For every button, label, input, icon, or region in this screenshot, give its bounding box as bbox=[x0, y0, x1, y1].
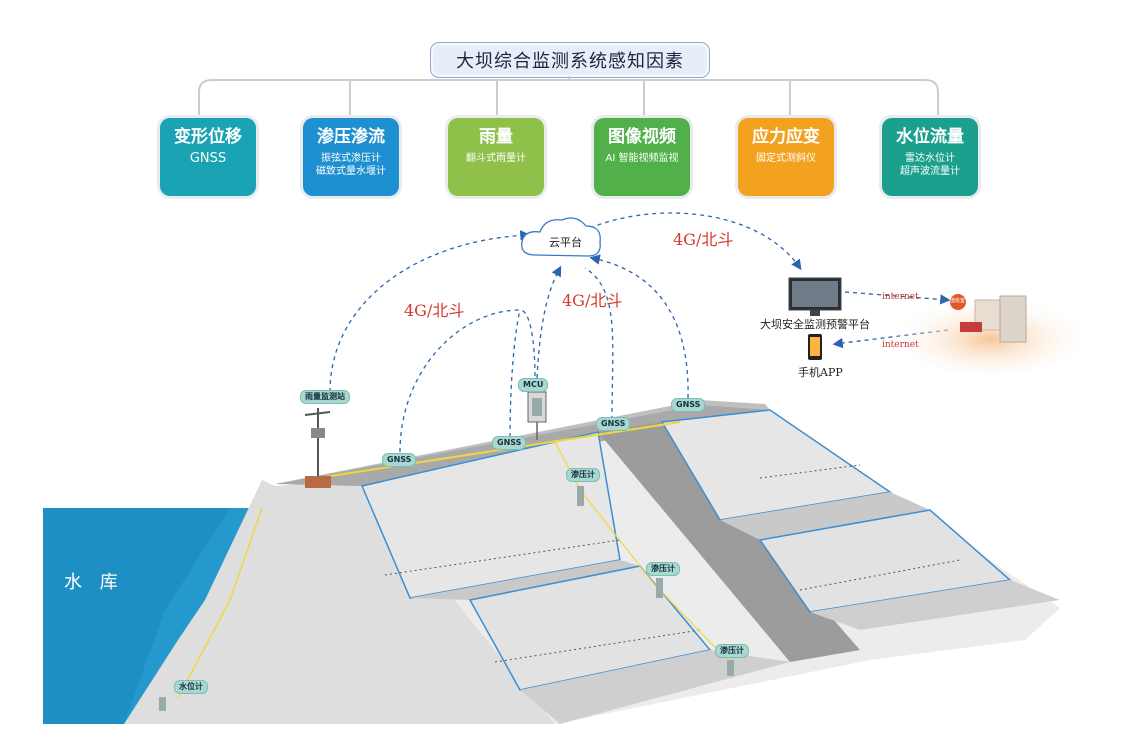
category-seepage: 渗压渗流 振弦式渗压计 磁致式量水堰计 bbox=[303, 118, 399, 196]
category-title: 水位流量 bbox=[896, 127, 964, 147]
water-level-label: 水位计 bbox=[174, 680, 208, 694]
internet-label-top: internet bbox=[882, 292, 919, 302]
piezometer-label: 渗压计 bbox=[646, 562, 680, 576]
category-sub: 磁致式量水堰计 bbox=[316, 166, 386, 177]
duty-office-icon bbox=[895, 294, 1085, 375]
rain-station-label: 雨量监测站 bbox=[300, 390, 350, 404]
piezometer-icon bbox=[577, 486, 584, 506]
internet-label-bottom: internet bbox=[882, 340, 919, 350]
category-stress: 应力应变 固定式测斜仪 bbox=[738, 118, 834, 196]
gnss-label: GNSS bbox=[382, 453, 417, 467]
piezometer-label: 渗压计 bbox=[566, 468, 600, 482]
category-video: 图像视频 AI 智能视频监视 bbox=[594, 118, 690, 196]
dam-upstream-face bbox=[124, 480, 560, 724]
gnss-label: GNSS bbox=[492, 436, 527, 450]
stair-channel bbox=[598, 422, 860, 662]
category-rainfall: 雨量 翻斗式雨量计 bbox=[448, 118, 544, 196]
app-label: 手机APP bbox=[798, 366, 843, 379]
gnss-label: GNSS bbox=[671, 398, 706, 412]
category-sub: 振弦式渗压计 bbox=[321, 153, 381, 164]
cloud-icon bbox=[521, 217, 601, 257]
category-title: 图像视频 bbox=[608, 127, 676, 147]
piezometer-icon bbox=[656, 578, 663, 598]
piezometer-icon bbox=[727, 660, 734, 676]
category-deformation: 变形位移 GNSS bbox=[160, 118, 256, 196]
category-title: 雨量 bbox=[479, 127, 513, 147]
category-title: 应力应变 bbox=[752, 127, 820, 147]
water-level-sensor-icon bbox=[159, 697, 166, 711]
category-title: 变形位移 bbox=[174, 127, 242, 147]
mcu-label: MCU bbox=[518, 378, 549, 392]
piezometer-label: 渗压计 bbox=[715, 644, 749, 658]
platform-label: 大坝安全监测预警平台 bbox=[760, 318, 870, 331]
office-badge: 值班室 bbox=[950, 298, 966, 304]
category-sub: 固定式测斜仪 bbox=[756, 153, 816, 164]
cloud-label: 云平台 bbox=[549, 236, 582, 249]
category-sub: 超声波流量计 bbox=[900, 166, 960, 177]
diagram-title: 大坝综合监测系统感知因素 bbox=[430, 42, 710, 78]
category-title: 渗压渗流 bbox=[317, 127, 385, 147]
category-sub: 翻斗式雨量计 bbox=[466, 153, 526, 164]
link-label-middle: 4G/北斗 bbox=[562, 291, 623, 310]
phone-icon bbox=[808, 334, 822, 360]
category-sub: AI 智能视频监视 bbox=[605, 153, 679, 164]
category-water-level: 水位流量 雷达水位计 超声波流量计 bbox=[882, 118, 978, 196]
monitor-icon bbox=[788, 277, 842, 316]
link-label-right: 4G/北斗 bbox=[673, 230, 734, 249]
gnss-label: GNSS bbox=[596, 417, 631, 431]
reservoir-label: 水 库 bbox=[64, 572, 124, 593]
rain-station-icon bbox=[304, 408, 331, 488]
category-sub: GNSS bbox=[189, 151, 227, 166]
link-label-left: 4G/北斗 bbox=[404, 301, 465, 320]
mcu-cabinet-icon bbox=[527, 391, 547, 440]
category-sub: 雷达水位计 bbox=[905, 153, 955, 164]
